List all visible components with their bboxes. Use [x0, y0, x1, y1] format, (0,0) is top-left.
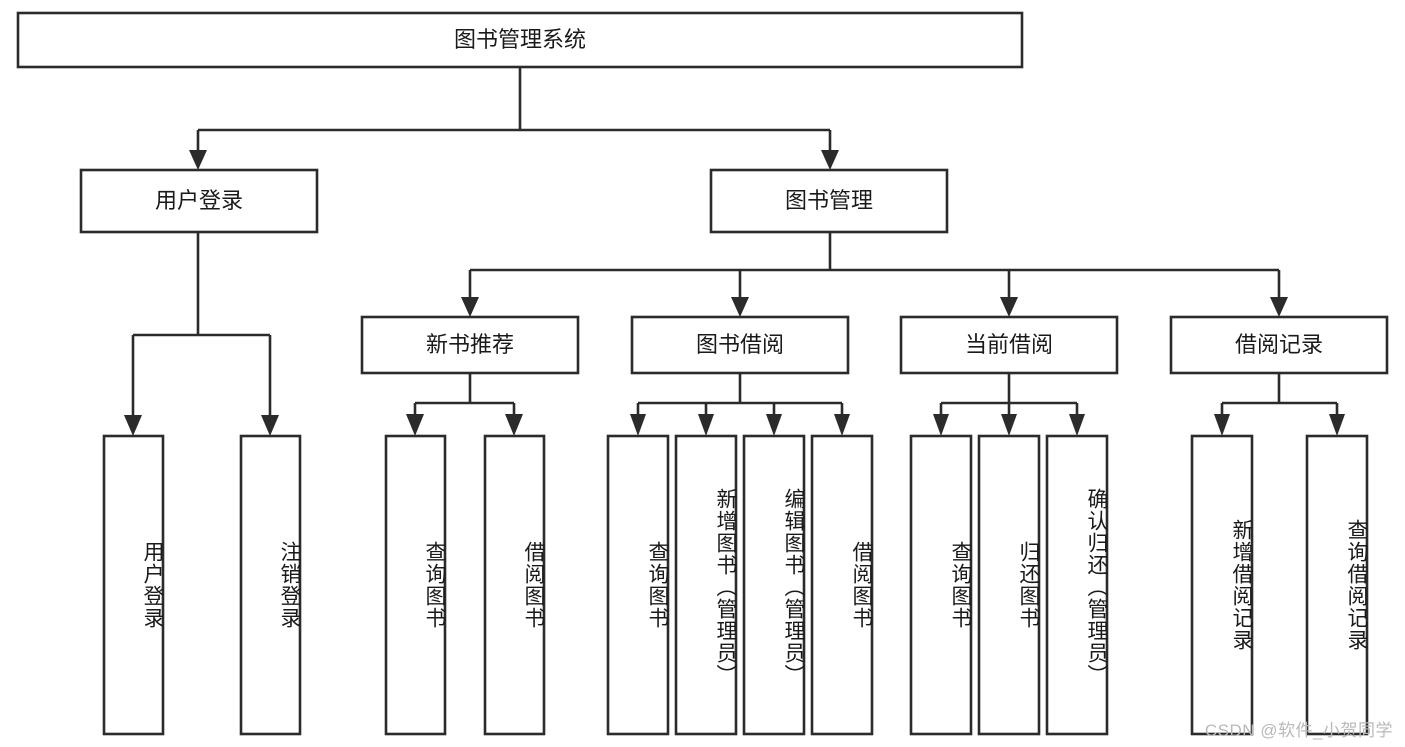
node-root-system[interactable]: 图书管理系统: [16, 11, 1024, 69]
node-current-borrow[interactable]: 当前借阅: [899, 315, 1119, 375]
leaf-boxes: [102, 434, 1369, 736]
arrow-icon: [834, 414, 850, 436]
connector-borrow-record-to-leaves: [1214, 373, 1345, 436]
leaf-box-user-login-login[interactable]: [102, 434, 165, 736]
leaf-box-user-login-logout[interactable]: [239, 434, 302, 736]
node-book-management[interactable]: 图书管理: [709, 168, 949, 234]
arrow-icon: [933, 414, 949, 436]
node-new-book-recommend-label: 新书推荐: [426, 332, 514, 357]
node-book-borrow[interactable]: 图书借阅: [630, 315, 850, 375]
node-new-book-recommend[interactable]: 新书推荐: [360, 315, 580, 375]
leaf-box-borrow-add[interactable]: [674, 434, 738, 736]
leaf-box-record-query[interactable]: [1305, 434, 1369, 736]
leaf-box-record-add[interactable]: [1190, 434, 1254, 736]
arrow-icon: [189, 150, 207, 170]
arrow-icon: [461, 297, 479, 317]
arrow-icon: [1001, 414, 1017, 436]
leaf-box-recommend-query[interactable]: [384, 434, 447, 736]
connector-new-book-to-leaves: [406, 373, 523, 436]
arrow-icon: [1329, 414, 1345, 436]
arrow-icon: [505, 414, 523, 436]
arrow-icon: [1069, 414, 1085, 436]
node-book-borrow-label: 图书借阅: [696, 332, 784, 357]
csdn-watermark: CSDN @软件_小贺同学: [1204, 721, 1393, 740]
arrow-icon: [124, 415, 142, 436]
connector-current-borrow-to-leaves: [933, 373, 1085, 436]
connector-book-mgmt-to-level3: [461, 232, 1288, 317]
leaf-box-current-return[interactable]: [977, 434, 1041, 736]
connector-root-to-level2: [189, 67, 839, 170]
arrow-icon: [1214, 414, 1230, 436]
node-borrow-record[interactable]: 借阅记录: [1169, 315, 1389, 375]
leaf-box-recommend-borrow[interactable]: [483, 434, 546, 736]
arrow-icon: [261, 415, 279, 436]
leaf-box-borrow-lend[interactable]: [810, 434, 874, 736]
node-root-system-label: 图书管理系统: [454, 27, 586, 52]
leaf-box-current-confirm[interactable]: [1045, 434, 1109, 736]
node-user-login-label: 用户登录: [155, 188, 243, 213]
arrow-icon: [1270, 297, 1288, 317]
node-user-login[interactable]: 用户登录: [79, 168, 319, 234]
connector-user-login-to-leaves: [124, 232, 279, 436]
arrow-icon: [731, 297, 749, 317]
leaf-box-borrow-edit[interactable]: [742, 434, 806, 736]
leaf-box-borrow-query[interactable]: [606, 434, 670, 736]
arrow-icon: [698, 414, 714, 436]
arrow-icon: [406, 414, 424, 436]
arrow-icon: [766, 414, 782, 436]
connector-book-borrow-to-leaves: [630, 373, 850, 436]
node-borrow-record-label: 借阅记录: [1235, 332, 1323, 357]
arrow-icon: [630, 414, 646, 436]
node-book-management-label: 图书管理: [785, 188, 873, 213]
arrow-icon: [1000, 297, 1018, 317]
leaf-box-current-query[interactable]: [909, 434, 973, 736]
arrow-icon: [821, 150, 839, 170]
node-current-borrow-label: 当前借阅: [965, 332, 1053, 357]
